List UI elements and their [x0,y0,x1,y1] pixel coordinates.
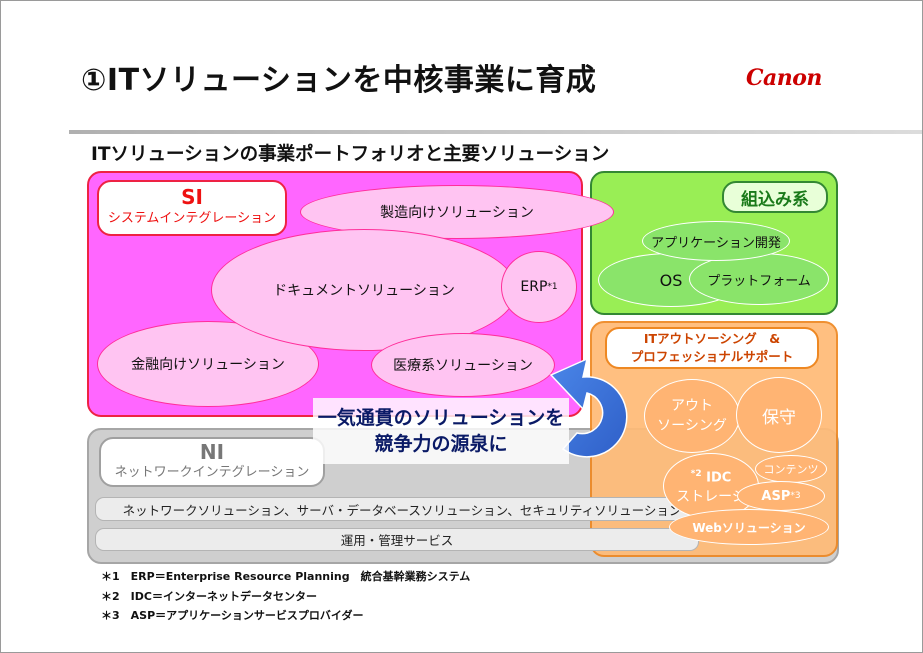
key-message-line2: 競争力の源泉に [374,433,508,455]
key-message-line1: 一気通貫のソリューションを [317,407,565,429]
key-message-callout: 一気通貫のソリューションを 競争力の源泉に [313,398,569,464]
footnote-asp: ＊3 ASP＝アプリケーションサービスプロバイダー [101,609,364,622]
ni-subtitle: ネットワークインテグレーション [114,465,310,480]
os-label: OS [659,270,683,290]
platform-label: プラットフォーム [707,273,811,289]
application-development-label: アプリケーション開発 [651,235,781,251]
ni-title-tag: NI ネットワークインテグレーション [99,437,325,487]
asp-label: ASP [761,488,791,504]
medical-solution: 医療系ソリューション [371,333,555,397]
contents: コンテンツ [755,455,827,483]
ni-title: NI [199,440,225,464]
section-subtitle: ITソリューションの事業ポートフォリオと主要ソリューション [91,144,610,165]
ito-title-line2: プロフェッショナルサポート [630,349,794,364]
footnote-idc: ＊2 IDC＝インターネットデータセンター [101,590,317,603]
contents-label: コンテンツ [763,463,819,476]
finance-solution-label: 金融向けソリューション [131,357,285,373]
maintenance: 保守 [736,377,822,453]
idc-note-mark: *2 [690,469,702,480]
application-development: アプリケーション開発 [642,221,790,261]
medical-solution-label: 医療系ソリューション [393,358,533,374]
document-solution: ドキュメントソリューション [211,229,517,351]
outsourcing: アウト ソーシング [644,379,740,453]
operation-management-label: 運用・管理サービス [340,533,454,548]
operation-management-bar: 運用・管理サービス [95,528,699,551]
network-solutions-label: ネットワークソリューション、サーバ・データベースソリューション、セキュリティソリ… [122,502,682,518]
si-title: SI [181,185,203,209]
storage-label: ストレージ [676,488,746,505]
ito-title-line1: ITアウトソーシング & [643,331,781,346]
asp: ASP*3 [737,481,825,511]
cycle-arrow-icon [549,357,628,458]
footnote-erp: ＊1 ERP＝Enterprise Resource Planning 統合基幹… [101,570,471,583]
outsourcing-label-2: ソーシング [657,418,727,434]
network-solutions-bar: ネットワークソリューション、サーバ・データベースソリューション、セキュリティソリ… [95,497,709,521]
manufacturing-solution-label: 製造向けソリューション [380,205,534,221]
page-title: ①ITソリューションを中核事業に育成 [81,63,597,98]
outsourcing-label-1: アウト [671,398,713,414]
asp-note-mark: *3 [790,491,801,501]
embedded-title-tag: 組込み系 [722,181,828,213]
web-solution: Webソリューション [669,509,829,545]
title-divider [69,130,922,134]
erp-solution: ERP*1 [501,251,577,323]
maintenance-label: 保守 [762,407,796,428]
platform: プラットフォーム [689,253,829,305]
si-subtitle: システムインテグレーション [107,211,277,226]
idc-label: IDC [706,470,732,486]
embedded-title: 組込み系 [741,189,809,210]
erp-label: ERP [520,279,548,295]
idc-storage: *2 IDC ストレージ [663,453,759,519]
si-title-tag: SI システムインテグレーション [97,180,287,236]
erp-note-mark: *1 [547,282,558,292]
web-solution-label: Webソリューション [692,520,806,535]
ito-title-tag: ITアウトソーシング & プロフェッショナルサポート [605,327,819,369]
document-solution-label: ドキュメントソリューション [273,283,455,299]
canon-logo: Canon [746,65,822,91]
